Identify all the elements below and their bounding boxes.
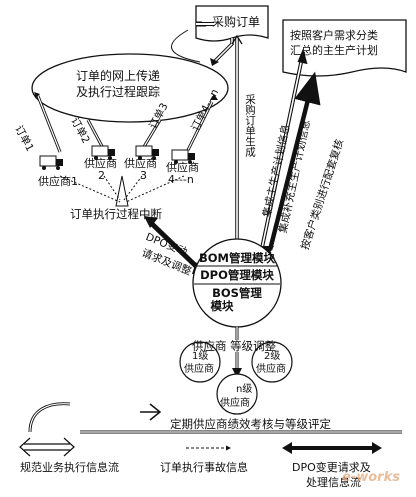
legend-symbol-dpo xyxy=(282,442,382,454)
module-bom: BOM管理模块 xyxy=(199,251,275,265)
truck-1 xyxy=(39,155,63,170)
po-generation-label: 采购订单生成 xyxy=(244,94,256,157)
truck-4 xyxy=(171,149,195,164)
level-1-label: 1级 xyxy=(192,351,209,362)
truck-2 xyxy=(91,145,115,160)
legend-symbol-normal-flow xyxy=(19,437,75,457)
master-plan-line-1: 按照客户需求分类 xyxy=(290,29,378,42)
interrupt-spike xyxy=(115,175,129,207)
evaluation-label: 定期供应商绩效考核与等级评定 xyxy=(170,417,331,431)
level-n-label: n级 xyxy=(236,384,253,395)
legend-dpo-line-1: DPO变更请求及 xyxy=(292,461,371,474)
supplier-3-number: 3 xyxy=(140,169,147,182)
purchase-order-box xyxy=(195,5,269,42)
evaluation-arrow-left xyxy=(28,402,71,433)
legend-dpo-line-2: 处理信息流 xyxy=(306,476,361,489)
module-bos-2: 模块 xyxy=(210,299,234,313)
tracking-line-1: 订单的网上传递 xyxy=(76,69,161,83)
supplier-4: 供应商 xyxy=(166,161,199,174)
grading-label: 供应商 等级调整 xyxy=(192,339,277,353)
level-1-supplier: 供应商 xyxy=(184,364,214,375)
level-1-circle xyxy=(179,341,221,383)
level-2-supplier: 供应商 xyxy=(256,364,286,375)
incident-line-2 xyxy=(103,175,121,201)
level-n-supplier: 供应商 xyxy=(220,398,250,409)
watermark: e-works xyxy=(342,470,400,485)
interrupt-label: 订单执行过程中断 xyxy=(70,207,162,221)
module-dpo: DPO管理模块 xyxy=(200,268,274,282)
supplier-4-number: 4---n xyxy=(168,173,194,186)
truck-3 xyxy=(135,145,159,160)
level-n-circle xyxy=(216,373,258,415)
legend-incident: 订单执行事故信息 xyxy=(160,461,248,474)
legend-normal-flow: 规范业务执行信息流 xyxy=(20,461,119,474)
tracking-ellipse xyxy=(31,53,229,123)
incident-line-4 xyxy=(125,175,185,203)
level-2-circle xyxy=(251,341,293,383)
incident-line-3 xyxy=(123,175,143,201)
module-bos: BOS管理 xyxy=(212,286,262,300)
supplier-2: 供应商 xyxy=(84,157,117,170)
master-plan-line-2: 汇总的主生产计划 xyxy=(290,44,378,57)
level-2-label: 2级 xyxy=(264,351,281,362)
supplier-2-number: 2 xyxy=(98,169,105,182)
incident-line-1 xyxy=(59,175,121,203)
tracking-line-2: 及执行过程跟踪 xyxy=(76,85,161,99)
supplier-1: 供应商1 xyxy=(38,175,78,188)
dpo-change-arrow xyxy=(148,220,202,272)
purchase-order-label: 采购订单 xyxy=(212,15,261,29)
supplier-3: 供应商 xyxy=(124,157,157,170)
plan-to-module-bold xyxy=(267,71,321,251)
